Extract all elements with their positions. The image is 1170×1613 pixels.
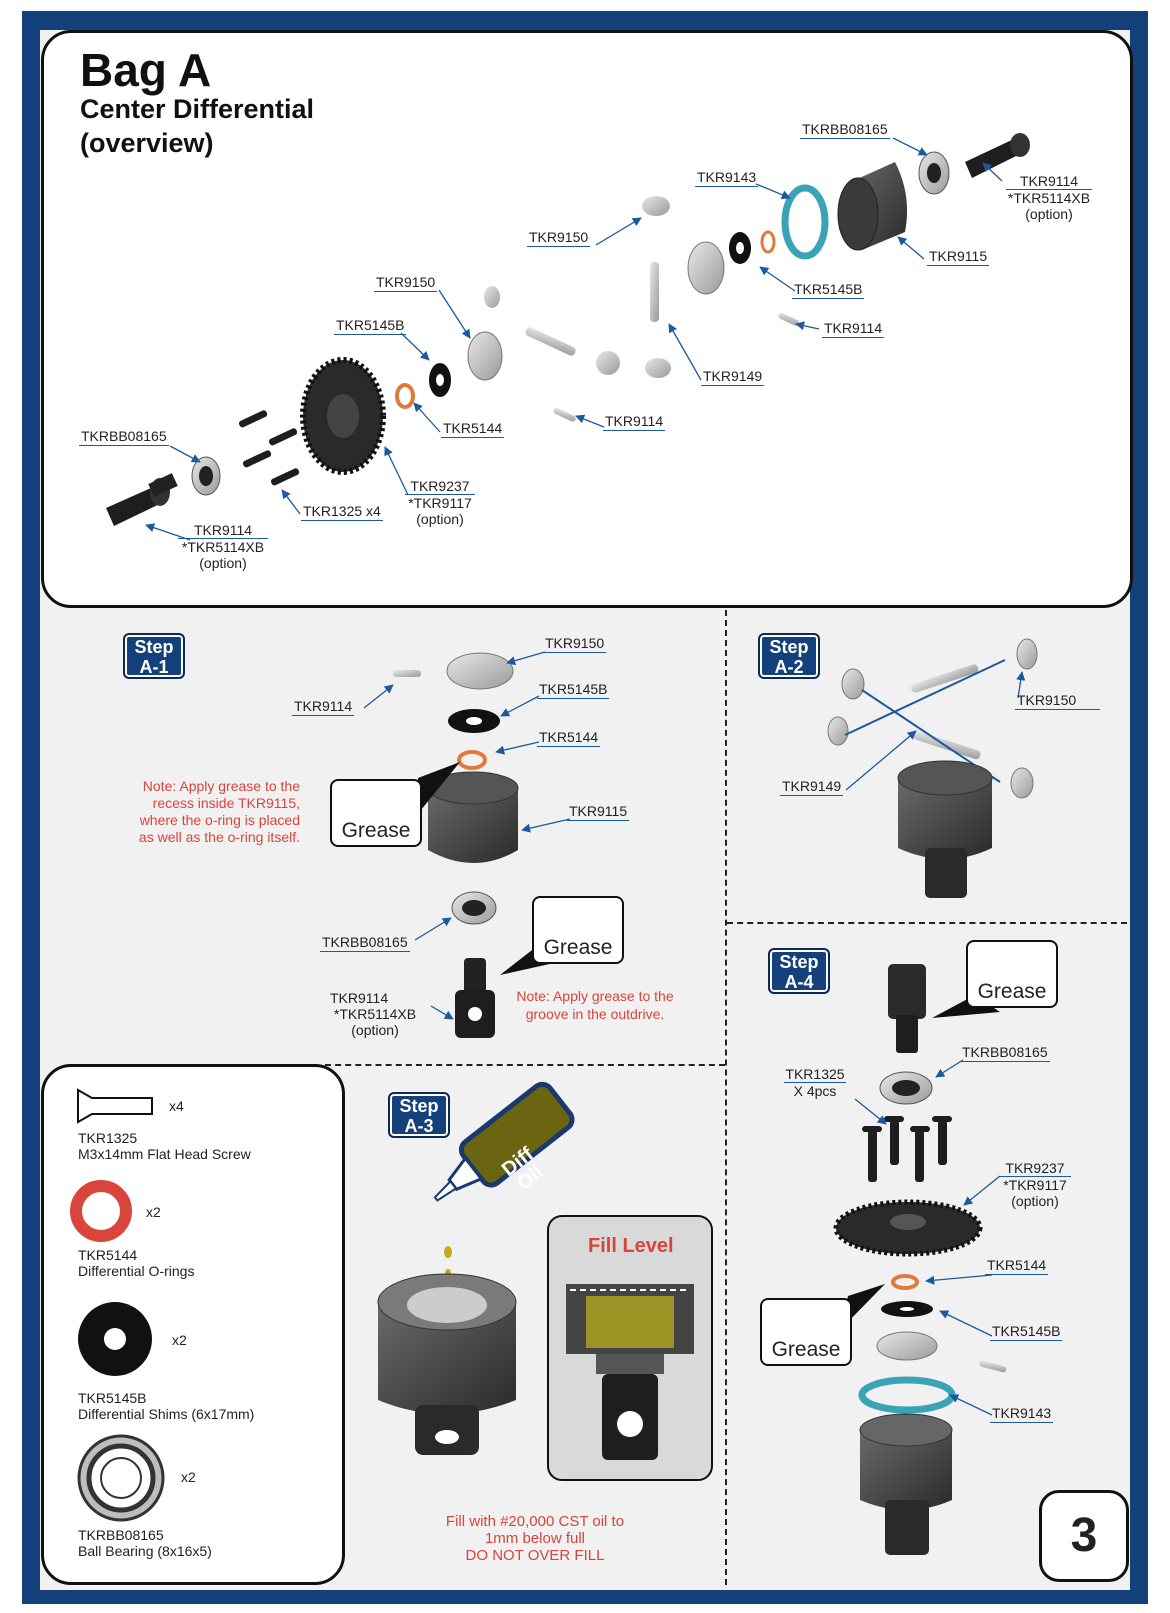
part-label: TKR9149: [780, 778, 844, 796]
page-number: 3: [1039, 1490, 1129, 1582]
part-label: TKR5145B: [990, 1323, 1063, 1341]
grease-callout: Grease: [966, 940, 1058, 1008]
part-label: TKR9143: [695, 169, 759, 187]
part-label: TKR9143: [990, 1405, 1054, 1423]
parts-code: TKR5145B: [78, 1390, 147, 1406]
part-label: TKR1325 X 4pcs: [784, 1066, 846, 1099]
parts-desc: Differential Shims (6x17mm): [78, 1406, 255, 1422]
part-label: TKRBB08165: [79, 428, 169, 446]
outdrive-left-illustration: [106, 473, 178, 526]
part-label: TKR9114 *TKR5114XB (option): [330, 990, 417, 1038]
parts-qty: x2: [146, 1204, 161, 1220]
fill-instructions: Fill with #20,000 CST oil to 1mm below f…: [445, 1513, 625, 1564]
parts-qty: x2: [181, 1469, 196, 1485]
grease-note-a1: Note: Apply grease to the recess inside …: [138, 778, 300, 845]
parts-qty: x2: [172, 1332, 187, 1348]
part-label: TKR9114: [292, 698, 355, 716]
grease-callout: Grease: [532, 896, 624, 964]
overview-card: [41, 30, 1133, 608]
parts-code: TKR1325: [78, 1130, 138, 1146]
part-label: TKR5144: [441, 420, 505, 438]
part-label: TKR9150: [543, 635, 607, 653]
grease-callout: Grease: [760, 1298, 852, 1366]
grease-callout: Grease: [330, 779, 422, 847]
part-label: TKR9150: [527, 229, 591, 247]
part-label: TKR5145B: [334, 317, 407, 335]
parts-icons: [70, 1088, 165, 1522]
parts-code: TKR5144: [78, 1247, 138, 1263]
part-label: TKR5144: [985, 1257, 1049, 1275]
divider-horizontal-left: [325, 1064, 725, 1066]
part-label: TKR9237 *TKR9117 (option): [999, 1160, 1071, 1209]
part-label: TKR9150: [1015, 692, 1101, 710]
part-label: TKR9114 *TKR5114XB (option): [178, 522, 268, 571]
part-label: TKR9149: [701, 368, 765, 386]
parts-qty: x4: [169, 1098, 184, 1114]
parts-code: TKRBB08165: [78, 1527, 164, 1543]
part-label: TKR9114 *TKR5114XB (option): [1006, 173, 1092, 222]
parts-desc: Differential O-rings: [78, 1263, 195, 1279]
diff-oil-bottle-illustration: [433, 1081, 575, 1202]
part-label: TKR9114: [822, 320, 885, 338]
part-label: TKR5145B: [792, 281, 865, 299]
page-subtitle-line-1: Center Differential: [80, 94, 315, 124]
divider-vertical: [725, 610, 727, 1585]
part-label: TKR5145B: [537, 681, 610, 699]
fill-level-title: Fill Level: [588, 1235, 674, 1257]
part-label: TKR1325 x4: [301, 503, 383, 521]
grease-note-outdrive: Note: Apply grease to the groove in the …: [516, 988, 674, 1022]
part-label: TKRBB08165: [960, 1044, 1050, 1062]
part-label: TKRBB08165: [320, 934, 410, 952]
part-label: TKR9115: [927, 248, 990, 266]
parts-desc: M3x14mm Flat Head Screw: [78, 1146, 251, 1162]
part-label: TKR9114: [603, 413, 666, 431]
parts-desc: Ball Bearing (8x16x5): [78, 1543, 212, 1559]
part-label: TKR9115: [567, 803, 630, 821]
part-label: TKR9150: [374, 274, 438, 292]
page-subtitle-line-2: (overview): [80, 128, 214, 158]
page-title: Bag A: [80, 44, 212, 96]
part-label: TKR5144: [537, 729, 601, 747]
part-label: TKRBB08165: [800, 121, 890, 139]
part-label: TKR9237 *TKR9117 (option): [405, 478, 475, 527]
divider-horizontal-right: [727, 922, 1127, 924]
